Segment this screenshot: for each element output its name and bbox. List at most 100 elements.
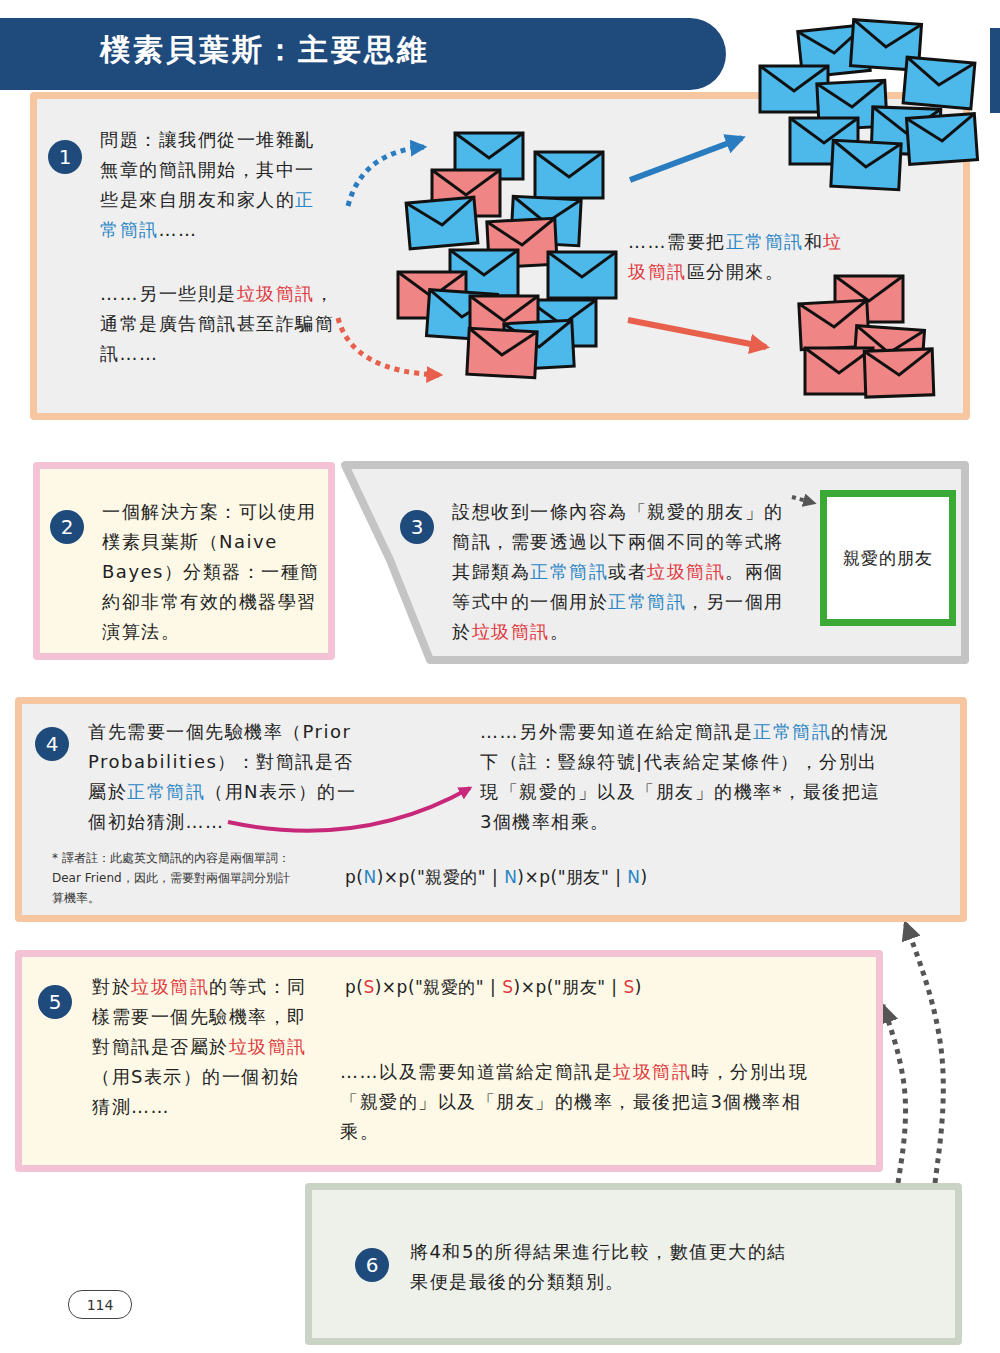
envelope [850,20,921,71]
callout-circle: 1 [48,140,82,174]
text-run: * 譯者註：此處英文簡訊的內容是兩個單詞：Dear Friend，因此，需要對兩… [52,851,290,905]
envelope [511,196,581,245]
callout-number: 3 [411,517,424,537]
text-run: 垃圾簡訊 [613,1061,691,1082]
text-run: S [624,977,635,997]
text-run: …… [159,219,198,240]
callout-number: 1 [59,147,72,167]
envelope [535,152,603,198]
panel-box: 6 將4和5的所得結果進行比較，數值更大的結果便是最後的分類類別。 [305,1183,962,1345]
text-run: 將4和5的所得結果進行比較，數值更大的結果便是最後的分類類別。 [410,1241,787,1292]
text-run: 對於 [92,976,131,997]
sort-arrow [630,138,742,180]
text-run: 垃圾簡訊 [472,621,550,642]
envelope [760,66,828,112]
envelope [548,252,616,298]
panel-text: ……需要把正常簡訊和垃圾簡訊區分開來。 [628,227,853,287]
text-run: ……需要把 [628,231,726,252]
panel-shape [345,465,965,660]
panel-box: 5 對於垃圾簡訊的等式：同樣需要一個先驗機率，即對簡訊是否屬於垃圾簡訊（用S表示）… [15,950,883,1172]
panel-text: 一個解決方案：可以使用樸素貝葉斯（Naive Bayes）分類器：一種簡約卻非常… [102,497,320,647]
text-run: )×p("朋友" | [514,977,624,997]
text-run: 正常簡訊 [753,721,831,742]
text-run: p( [345,977,363,997]
text-run: )×p("親愛的" | [375,977,502,997]
page-number-box: 114 [68,1290,132,1319]
envelope [450,250,518,296]
side-tab [990,28,1000,113]
callout-number: 6 [366,1255,379,1275]
formula: p(N)×p("親愛的" | N)×p("朋友" | N) [345,862,745,892]
callout-circle: 5 [38,985,72,1019]
pointer-arrow [348,147,424,206]
text-run: 。 [550,621,570,642]
envelope [470,296,538,342]
panel-box: 3 親愛的朋友 設想收到一條內容為「親愛的朋友」的簡訊，需要透過以下兩個不同的等式將… [341,461,969,664]
text-run: 正常簡訊 [127,781,205,802]
page-number: 114 [87,1298,114,1312]
text-run: 正常簡訊 [530,561,608,582]
page-title: 樸素貝葉斯：主要思維 [100,30,430,71]
text-run: S [363,977,374,997]
text-run: 垃圾簡訊 [237,283,315,304]
pointer-arrow [792,497,814,503]
envelope [853,326,924,377]
envelope [817,80,887,129]
callout-circle: 6 [355,1248,389,1282]
panel-box: 2 一個解決方案：可以使用樸素貝葉斯（Naive Bayes）分類器：一種簡約卻非… [33,462,335,660]
text-run: ……以及需要知道當給定簡訊是 [340,1061,613,1082]
envelope [398,272,466,318]
text-run: ) [641,867,648,887]
callout-number: 2 [61,517,74,537]
callout-number: 4 [46,734,59,754]
envelope [903,57,975,109]
panel-text: 設想收到一條內容為「親愛的朋友」的簡訊，需要透過以下兩個不同的等式將其歸類為正常… [452,497,790,647]
callout-number: 5 [49,992,62,1012]
panel-text: 將4和5的所得結果進行比較，數值更大的結果便是最後的分類類別。 [410,1237,788,1297]
text-run: （用S表示）的一個初始猜測…… [92,1066,300,1117]
envelope [528,300,596,346]
envelope [799,300,869,349]
text-run: 正常簡訊 [608,591,686,612]
text-run: 和 [804,231,824,252]
callout-circle: 2 [50,510,84,544]
panel-text: 對於垃圾簡訊的等式：同樣需要一個先驗機率，即對簡訊是否屬於垃圾簡訊（用S表示）的… [92,972,307,1122]
envelope [906,114,977,165]
text-run: N [363,867,376,887]
text-run: 區分開來。 [687,261,785,282]
panel-text: ……以及需要知道當給定簡訊是垃圾簡訊時，分別出現「親愛的」以及「朋友」的機率，最… [340,1057,810,1147]
message-text: 親愛的朋友 [843,547,933,569]
footnote: * 譯者註：此處英文簡訊的內容是兩個單詞：Dear Friend，因此，需要對兩… [52,848,297,908]
text-run: 垃圾簡訊 [131,976,209,997]
text-run: N [627,867,640,887]
text-run: ……另外需要知道在給定簡訊是 [480,721,753,742]
panel-text: ……另外需要知道在給定簡訊是正常簡訊的情況下（註：豎線符號|代表給定某條件），分… [480,717,890,837]
text-run: ) [635,977,642,997]
text-run: p( [345,867,363,887]
envelope [467,328,537,377]
text-run: ……另一些則是 [100,283,237,304]
text-run: 垃圾簡訊 [647,561,725,582]
text-run: 問題：讓我們從一堆雜亂無章的簡訊開始，其中一些是來自朋友和家人的 [100,129,315,210]
envelope [798,25,870,78]
pointer-arrow [338,318,440,375]
panel-box: 4首先需要一個先驗機率（Prior Probabilities）：對簡訊是否屬於… [15,697,967,922]
text-run: N [504,867,517,887]
text-run: 正常簡訊 [726,231,804,252]
panel-text: ……另一些則是垃圾簡訊，通常是廣告簡訊甚至詐騙簡訊…… [100,279,340,369]
sort-arrow [628,320,766,347]
text-run: 或者 [608,561,647,582]
envelope [864,349,934,397]
envelope [432,170,500,216]
text-run: 垃圾簡訊 [229,1036,307,1057]
text-run: )×p("朋友" | [517,867,627,887]
message-box: 親愛的朋友 [820,490,956,626]
callout-circle: 4 [35,727,69,761]
dashed-connector [905,922,943,1183]
envelope [835,276,903,322]
panel-box: 1 問題：讓我們從一堆雜亂無章的簡訊開始，其中一些是來自朋友和家人的正常簡訊 …… …… [30,92,970,420]
formula: p(S)×p("親愛的" | S)×p("朋友" | S) [345,972,745,1002]
envelope [871,107,941,155]
text-run: S [502,977,513,997]
